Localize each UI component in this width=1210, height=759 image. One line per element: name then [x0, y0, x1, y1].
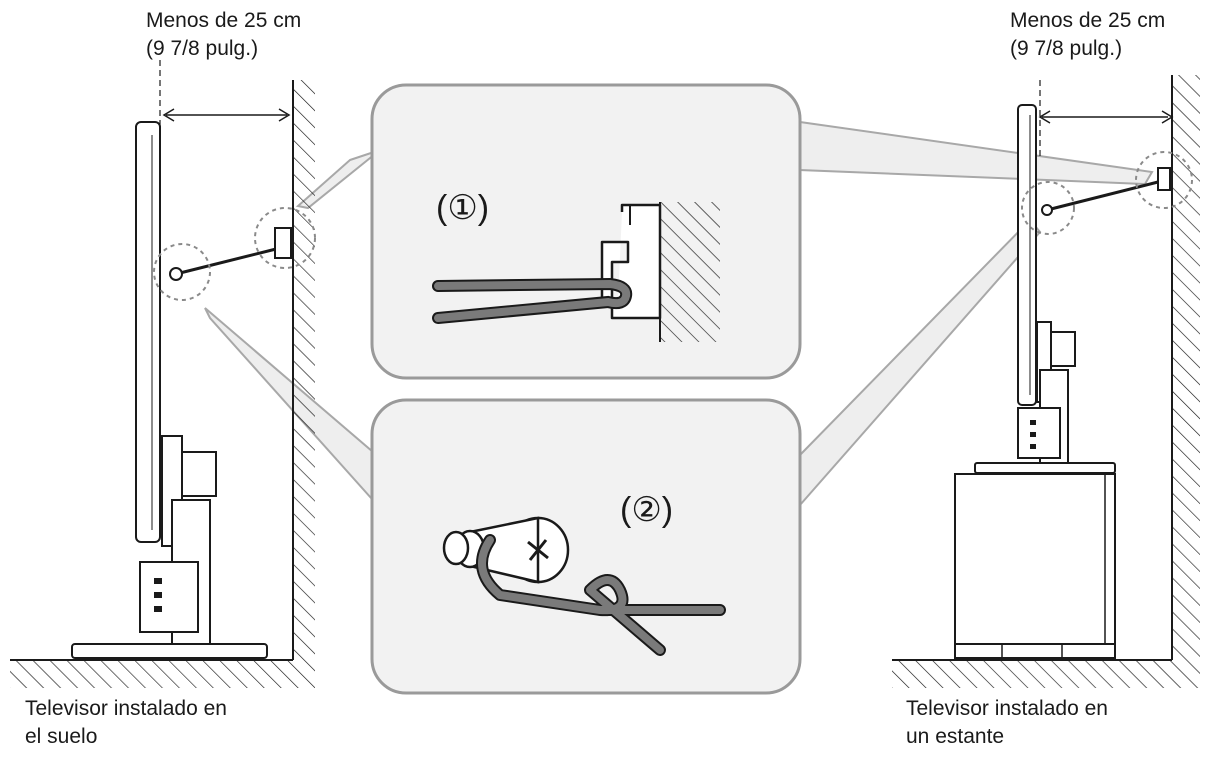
right-screw-zoom-circle	[1021, 181, 1075, 235]
callout-panel-hook	[370, 83, 802, 380]
left-caption-line2: el suelo	[25, 725, 98, 748]
right-wall-hook-icon	[1157, 167, 1171, 191]
left-caption-line1: Televisor instalado en	[25, 697, 227, 720]
right-wall-hatch	[1172, 75, 1200, 660]
right-caption-line1: Televisor instalado en	[906, 697, 1108, 720]
left-wall-hatch	[293, 80, 315, 660]
right-caption-line2: un estante	[906, 725, 1005, 748]
zoom-wedge-right-top	[799, 120, 1154, 186]
left-anchor-strap	[175, 246, 281, 276]
left-tv-stand-box	[139, 561, 199, 633]
left-tv-screw-icon	[169, 267, 183, 281]
left-scene	[10, 60, 316, 688]
right-cabinet-base	[954, 643, 1116, 659]
callout-marker-2: (②)	[620, 491, 674, 529]
wall-hook-detail-icon	[600, 203, 662, 320]
right-tv-screen	[1017, 104, 1037, 406]
right-scene	[892, 75, 1200, 688]
left-tv-screen	[135, 121, 161, 543]
right-distance-label: Menos de 25 cm	[1010, 9, 1166, 32]
callout-panel-screw	[370, 398, 802, 695]
left-distance-label-imperial: (9 7/8 pulg.)	[146, 37, 259, 60]
right-tv-stand-base	[974, 462, 1116, 474]
right-anchor-strap	[1046, 180, 1159, 212]
left-floor-hatch	[10, 660, 315, 688]
left-screw-zoom-circle	[153, 243, 211, 301]
left-distance-label: Menos de 25 cm	[146, 9, 302, 32]
left-tv-stand-base	[71, 643, 268, 659]
right-floor-hatch	[892, 660, 1200, 688]
right-tv-stand-box	[1017, 407, 1061, 459]
right-distance-label-imperial: (9 7/8 pulg.)	[1010, 37, 1123, 60]
callout-marker-1: (①)	[436, 189, 490, 227]
left-wall-hook-icon	[274, 227, 292, 259]
right-tv-screw-icon	[1041, 204, 1053, 216]
right-cabinet	[954, 473, 1116, 645]
left-hook-zoom-circle	[254, 207, 316, 269]
right-hook-zoom-circle	[1135, 151, 1193, 209]
